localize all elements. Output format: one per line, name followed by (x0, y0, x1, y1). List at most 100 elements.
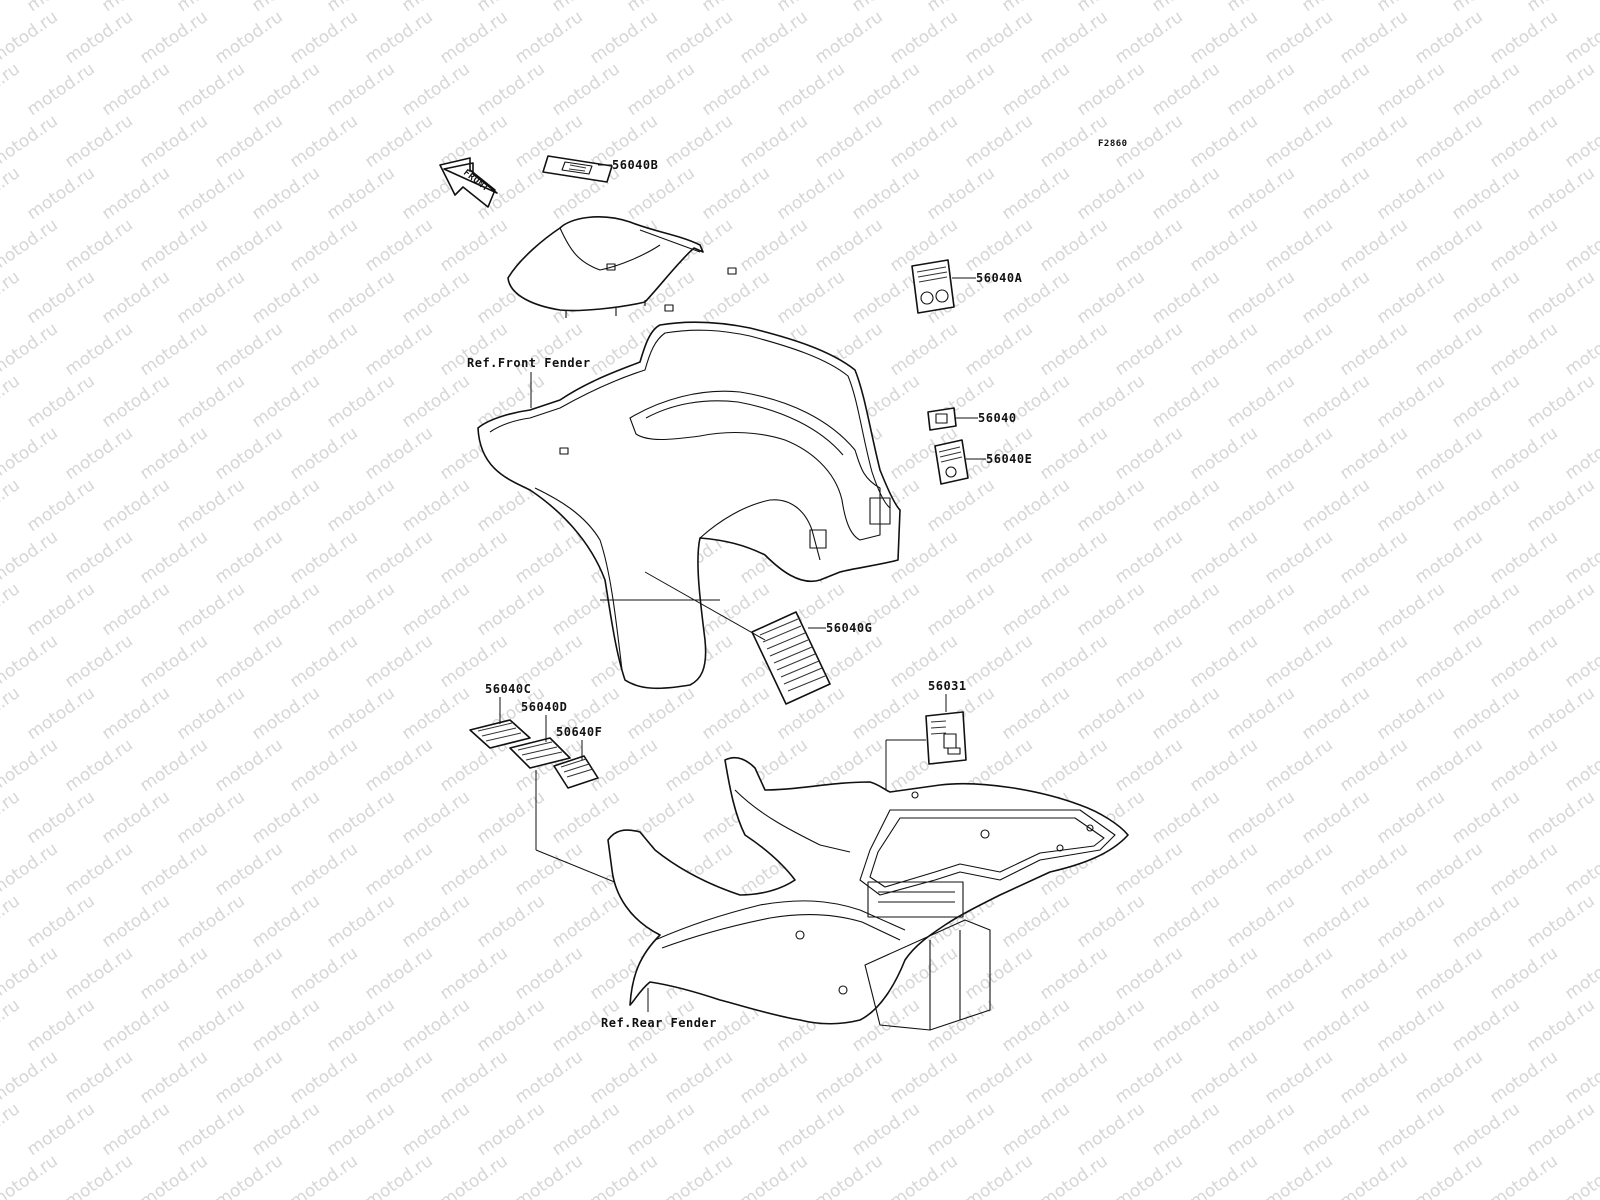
watermark-text: motod.ru (248, 1099, 323, 1160)
watermark-text: motod.ru (1111, 1151, 1186, 1200)
watermark-text: motod.ru (998, 891, 1073, 952)
watermark-text: motod.ru (886, 1047, 961, 1108)
watermark-text: motod.ru (1186, 1151, 1261, 1200)
watermark-text: motod.ru (136, 111, 211, 172)
watermark-text: motod.ru (886, 319, 961, 380)
watermark-text: motod.ru (1111, 839, 1186, 900)
watermark-text: motod.ru (623, 1099, 698, 1160)
watermark-text: motod.ru (961, 215, 1036, 276)
watermark-text: motod.ru (1223, 787, 1298, 848)
watermark-text: motod.ru (1411, 1047, 1486, 1108)
watermark-text: motod.ru (1486, 735, 1561, 796)
decal-56040D (509, 737, 571, 769)
watermark-text: motod.ru (61, 7, 136, 68)
watermark-text: motod.ru (0, 995, 24, 1056)
label-56031: 56031 (928, 679, 967, 693)
watermark-text: motod.ru (811, 1151, 886, 1200)
watermark-text: motod.ru (1148, 163, 1223, 224)
decal-56040G (751, 611, 831, 705)
watermark-text: motod.ru (811, 111, 886, 172)
watermark-text: motod.ru (1036, 735, 1111, 796)
watermark-text: motod.ru (23, 1099, 98, 1160)
watermark-text: motod.ru (1036, 527, 1111, 588)
watermark-text: motod.ru (98, 891, 173, 952)
watermark-text: motod.ru (1261, 215, 1336, 276)
watermark-text: motod.ru (361, 423, 436, 484)
watermark-text: motod.ru (248, 371, 323, 432)
watermark-text: motod.ru (1186, 631, 1261, 692)
watermark-text: motod.ru (211, 7, 286, 68)
watermark-text: motod.ru (1148, 683, 1223, 744)
watermark-text: motod.ru (0, 1151, 62, 1200)
watermark-text: motod.ru (1561, 423, 1600, 484)
watermark-text: motod.ru (173, 475, 248, 536)
watermark-text: motod.ru (0, 1099, 24, 1160)
watermark-text: motod.ru (361, 1151, 436, 1200)
watermark-text: motod.ru (211, 1151, 286, 1200)
watermark-text: motod.ru (886, 7, 961, 68)
watermark-text: motod.ru (1298, 579, 1373, 640)
watermark-text: motod.ru (1373, 787, 1448, 848)
watermark-text: motod.ru (1336, 215, 1411, 276)
watermark-text: motod.ru (548, 891, 623, 952)
watermark-text: motod.ru (211, 631, 286, 692)
watermark-text: motod.ru (323, 995, 398, 1056)
watermark-text: motod.ru (61, 111, 136, 172)
watermark-text: motod.ru (398, 995, 473, 1056)
watermark-text: motod.ru (323, 683, 398, 744)
watermark-text: motod.ru (23, 579, 98, 640)
decal-50640F (553, 755, 599, 789)
watermark-text: motod.ru (23, 267, 98, 328)
watermark-text: motod.ru (1223, 59, 1298, 120)
watermark-text: motod.ru (1223, 163, 1298, 224)
watermark-text: motod.ru (511, 7, 586, 68)
watermark-text: motod.ru (398, 683, 473, 744)
watermark-text: motod.ru (1448, 891, 1523, 952)
watermark-text: motod.ru (173, 891, 248, 952)
watermark-text: motod.ru (1036, 215, 1111, 276)
watermark-text: motod.ru (1036, 319, 1111, 380)
watermark-text: motod.ru (661, 7, 736, 68)
watermark-text: motod.ru (848, 683, 923, 744)
watermark-text: motod.ru (1486, 631, 1561, 692)
watermark-text: motod.ru (0, 683, 24, 744)
watermark-text: motod.ru (136, 527, 211, 588)
watermark-text: motod.ru (1448, 579, 1523, 640)
watermark-text: motod.ru (736, 7, 811, 68)
watermark-text: motod.ru (361, 943, 436, 1004)
watermark-text: motod.ru (136, 215, 211, 276)
watermark-text: motod.ru (23, 0, 98, 16)
decal-56040 (927, 407, 957, 431)
watermark-text: motod.ru (286, 1151, 361, 1200)
figure-code: F2860 (1098, 139, 1128, 149)
label-56040A: 56040A (976, 271, 1023, 285)
watermark-text: motod.ru (286, 527, 361, 588)
watermark-text: motod.ru (0, 0, 24, 16)
watermark-text: motod.ru (1523, 891, 1598, 952)
watermark-text: motod.ru (1486, 1151, 1561, 1200)
watermark-text: motod.ru (0, 7, 62, 68)
label-56040C: 56040C (485, 682, 531, 696)
watermark-text: motod.ru (436, 839, 511, 900)
watermark-text: motod.ru (1336, 527, 1411, 588)
watermark-text: motod.ru (61, 1047, 136, 1108)
watermark-text: motod.ru (248, 787, 323, 848)
decal-56040B (542, 155, 613, 183)
watermark-text: motod.ru (1036, 631, 1111, 692)
watermark-text: motod.ru (136, 423, 211, 484)
watermark-text: motod.ru (623, 59, 698, 120)
watermark-text: motod.ru (98, 371, 173, 432)
watermark-text: motod.ru (961, 1047, 1036, 1108)
watermark-text: motod.ru (211, 527, 286, 588)
watermark-text: motod.ru (1298, 475, 1373, 536)
watermark-text: motod.ru (61, 735, 136, 796)
watermark-text: motod.ru (1148, 371, 1223, 432)
watermark-text: motod.ru (173, 1099, 248, 1160)
watermark-text: motod.ru (1186, 215, 1261, 276)
watermark-text: motod.ru (623, 163, 698, 224)
watermark-text: motod.ru (23, 891, 98, 952)
label-56040D: 56040D (521, 700, 567, 714)
watermark-text: motod.ru (1073, 891, 1148, 952)
watermark-text: motod.ru (473, 787, 548, 848)
watermark-text: motod.ru (586, 7, 661, 68)
